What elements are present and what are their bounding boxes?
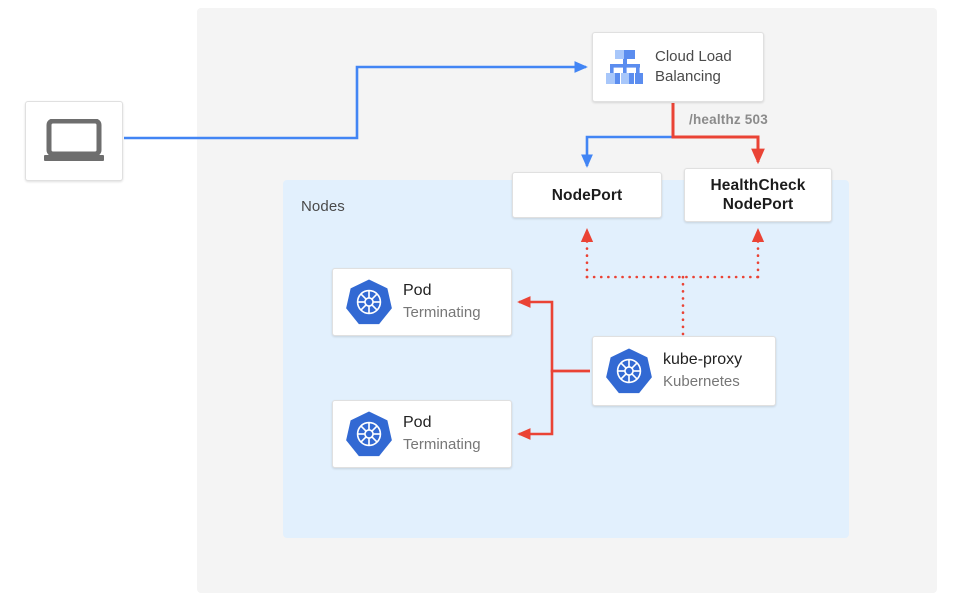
edge-loadbalancer-to-nodeport xyxy=(581,135,673,168)
healthz-edge-label: /healthz 503 xyxy=(689,112,768,127)
kube-proxy-title: kube-proxy xyxy=(663,351,743,368)
kube-proxy-card: kube-proxy Kubernetes xyxy=(592,336,776,406)
kubernetes-icon xyxy=(606,348,652,394)
kubernetes-icon xyxy=(346,279,392,325)
nodeport-card: NodePort xyxy=(512,172,662,218)
pod-status: Terminating xyxy=(403,304,481,321)
pod-text: Pod Terminating xyxy=(403,280,481,324)
kube-proxy-subtitle: Kubernetes xyxy=(663,373,740,390)
nodeport-label: NodePort xyxy=(551,186,623,204)
client-laptop-card xyxy=(25,101,123,181)
pod-status: Terminating xyxy=(403,436,481,453)
laptop-icon xyxy=(44,119,104,161)
edge-kubeproxy-to-pod-1 xyxy=(517,296,590,373)
cloud-load-balancing-label-line2: Balancing xyxy=(655,68,721,85)
pod-card: Pod Terminating xyxy=(332,400,512,468)
cloud-load-balancing-label-line1: Cloud Load xyxy=(655,48,732,65)
edge-loadbalancer-healthz-to-healthcheck-nodeport xyxy=(671,103,765,165)
pod-title: Pod xyxy=(403,282,432,299)
healthcheck-nodeport-card: HealthCheck NodePort xyxy=(684,168,832,222)
healthcheck-nodeport-label: HealthCheck NodePort xyxy=(685,169,831,221)
healthcheck-nodeport-label-line2: NodePort xyxy=(722,196,794,213)
cloud-load-balancing-label: Cloud Load Balancing xyxy=(655,47,732,87)
cloud-load-balancing-icon xyxy=(606,50,643,84)
pod-title: Pod xyxy=(403,414,432,431)
edge-client-to-loadbalancer xyxy=(124,61,588,140)
healthcheck-nodeport-label-line1: HealthCheck xyxy=(710,177,806,194)
pod-card: Pod Terminating xyxy=(332,268,512,336)
kube-proxy-text: kube-proxy Kubernetes xyxy=(663,349,742,393)
cloud-load-balancing-card: Cloud Load Balancing xyxy=(592,32,764,102)
kubernetes-icon xyxy=(346,411,392,457)
edge-kubeproxy-to-pod-2 xyxy=(517,369,590,440)
pod-text: Pod Terminating xyxy=(403,412,481,456)
nodes-panel-label: Nodes xyxy=(301,198,345,215)
